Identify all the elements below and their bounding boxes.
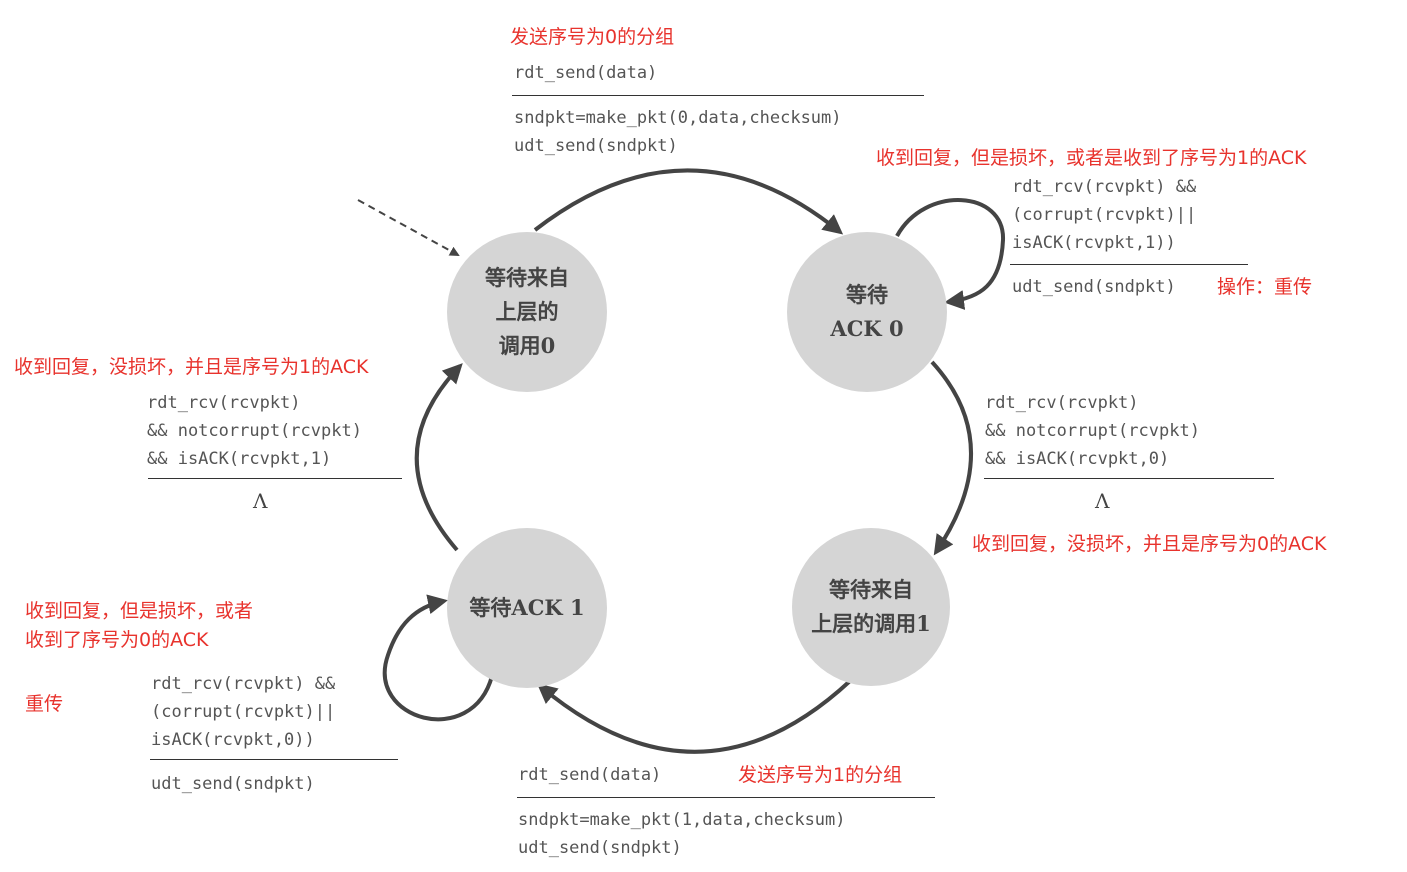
ack1-self-note-retransmit: 重传 — [25, 693, 64, 715]
bottom-note: 发送序号为1的分组 — [738, 764, 903, 786]
arrow-ack1-self-loop — [382, 594, 494, 722]
right-event: rdt_rcv(rcvpkt) && notcorrupt(rcvpkt) &&… — [985, 393, 1200, 469]
state-wait-ack-0: 等待 ACK 0 — [787, 232, 947, 392]
initial-arrow — [357, 199, 460, 256]
arrow-call1-to-ack1 — [536, 679, 852, 754]
ack0-self-rule — [1010, 264, 1248, 265]
state-wait-ack-1: 等待ACK 1 — [447, 528, 607, 688]
left-lambda: Λ — [253, 489, 268, 513]
bottom-rule — [517, 797, 935, 798]
ack1-self-event: rdt_rcv(rcvpkt) && (corrupt(rcvpkt)|| is… — [151, 674, 336, 750]
ack1-self-note: 收到回复，但是损坏，或者 收到了序号为0的ACK — [25, 600, 254, 651]
arrow-ack0-self-loop — [895, 198, 1006, 310]
ack0-self-event: rdt_rcv(rcvpkt) && (corrupt(rcvpkt)|| is… — [1012, 177, 1197, 253]
right-note: 收到回复，没损坏，并且是序号为0的ACK — [972, 533, 1327, 555]
top-event: rdt_send(data) — [514, 63, 658, 83]
ack1-self-rule — [150, 759, 398, 760]
left-note: 收到回复，没损坏，并且是序号为1的ACK — [14, 356, 369, 378]
arrow-ack1-to-call0 — [414, 363, 463, 552]
ack0-self-action: udt_send(sndpkt) — [1012, 277, 1176, 297]
ack1-self-action: udt_send(sndpkt) — [151, 774, 315, 794]
ack0-self-note: 收到回复，但是损坏，或者是收到了序号为1的ACK — [876, 147, 1307, 169]
state-wait-call-1: 等待来自 上层的调用1 — [792, 528, 950, 686]
bottom-event: rdt_send(data) — [518, 765, 662, 785]
state-wait-call-0: 等待来自 上层的 调用0 — [447, 232, 607, 392]
left-event: rdt_rcv(rcvpkt) && notcorrupt(rcvpkt) &&… — [147, 393, 362, 469]
right-rule — [984, 478, 1274, 479]
right-lambda: Λ — [1095, 489, 1110, 513]
top-rule — [512, 95, 924, 96]
left-rule — [148, 478, 402, 479]
bottom-actions: sndpkt=make_pkt(1,data,checksum) udt_sen… — [518, 810, 846, 858]
arrow-ack0-to-call1 — [930, 360, 973, 556]
ack0-self-action-note: 操作：重传 — [1217, 276, 1313, 298]
arrow-call0-to-ack0 — [533, 168, 844, 235]
top-actions: sndpkt=make_pkt(0,data,checksum) udt_sen… — [514, 108, 842, 156]
top-note: 发送序号为0的分组 — [510, 26, 675, 48]
